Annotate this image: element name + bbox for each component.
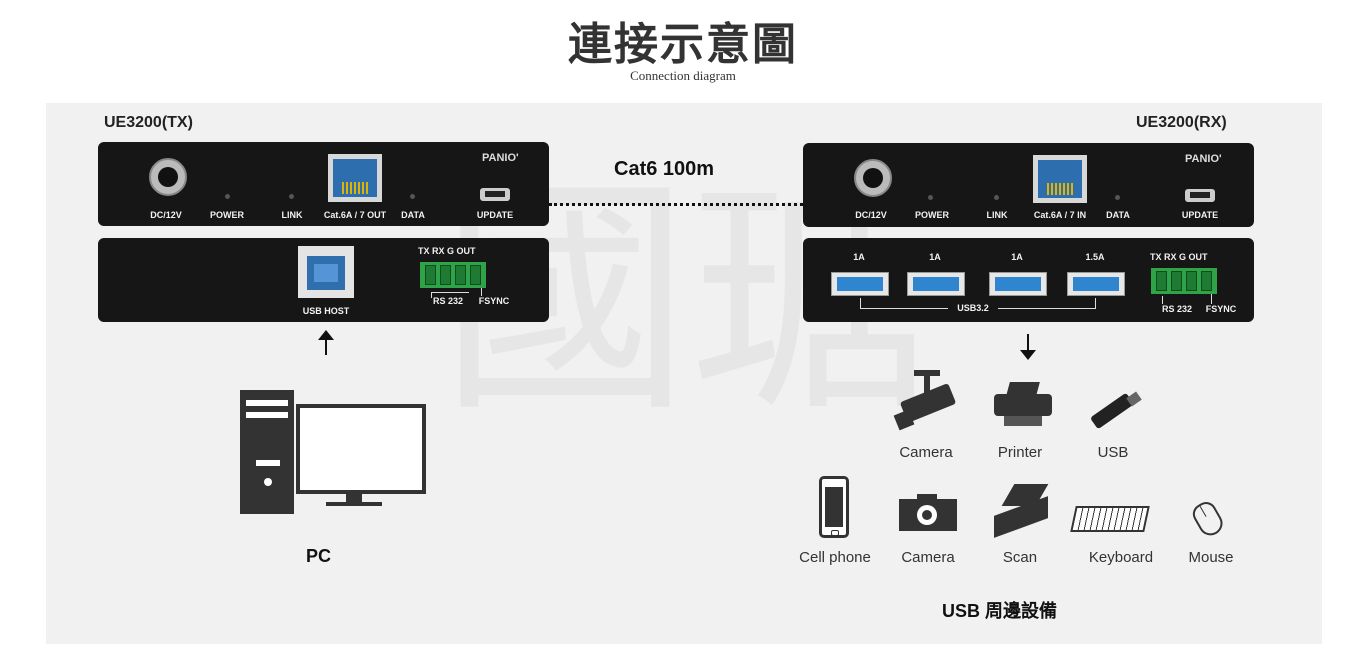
peripheral-label: Keyboard [1088,549,1154,566]
rx-fsync-label: FSYNC [1205,304,1237,314]
rx-front-panel: DC/12V POWER LINK Cat.6A / 7 IN DATA UPD… [803,143,1254,227]
tx-rear-panel: USB HOST TX RX G OUT RS 232 FSYNC [98,238,549,322]
peripheral-label: USB [1097,444,1129,461]
arrow-down-icon [1020,334,1036,362]
rx-rj45-label: Cat.6A / 7 IN [1033,210,1087,220]
rx-rear-panel: 1A 1A 1A 1.5A USB3.2 TX RX G OUT RS 232 … [803,238,1254,322]
usb-port-current-3: 1A [1011,252,1023,262]
cable-label: Cat6 100m [614,158,715,180]
peripheral-label: Cell phone [799,549,871,566]
diagram-subtitle: Connection diagram [630,68,736,83]
usb-stick-icon [1086,391,1146,432]
tx-link-label: LINK [281,210,303,220]
tx-brand-logo: PANIO' [482,152,519,164]
camera-icon [899,494,957,532]
tx-device-name: UE3200(TX) [104,114,193,131]
scanner-icon [992,484,1052,538]
usb-host-label: USB HOST [302,306,350,316]
tx-data-label: DATA [401,210,425,220]
pc-label: PC [306,546,332,566]
usb-a-port-icon [907,272,965,296]
link-led-icon [289,194,294,199]
usb-b-port-icon [298,246,354,298]
tx-power-label: POWER [209,210,244,220]
peripheral-label: Camera [899,444,953,461]
usb32-label: USB3.2 [948,303,998,313]
tx-front-panel: DC/12V POWER LINK Cat.6A / 7 OUT DATA UP… [98,142,549,226]
rx-update-label: UPDATE [1181,210,1219,220]
rx-rs232-label: RS 232 [1161,304,1193,314]
peripherals-title: USB 周邊設備 [942,601,1058,621]
rx-power-label: POWER [914,210,949,220]
power-led-icon [928,195,933,200]
tx-fsync-label: FSYNC [478,296,510,306]
tx-rs232-label: RS 232 [432,296,464,306]
security-camera-icon [893,370,960,434]
rx-device-name: UE3200(RX) [1136,114,1227,131]
peripheral-label: Scan [1002,549,1038,566]
arrow-up-icon [318,330,334,356]
printer-icon [994,382,1054,430]
rx-data-label: DATA [1106,210,1130,220]
update-port-icon [1185,189,1215,202]
usb-port-current-2: 1A [929,252,941,262]
rx-brand-logo: PANIO' [1185,153,1222,165]
tx-rj45-label: Cat.6A / 7 OUT [323,210,387,220]
rx-link-label: LINK [986,210,1008,220]
power-led-icon [225,194,230,199]
usb-a-port-icon [1067,272,1125,296]
dc-jack-icon [149,158,187,196]
cell-phone-icon [819,476,849,538]
rj45-port-icon [328,154,382,202]
rx-terminal-block [1151,268,1217,294]
rj45-port-icon [1033,155,1087,203]
rx-dc-label: DC/12V [855,210,887,220]
link-led-icon [994,195,999,200]
keyboard-icon [1070,506,1150,532]
usb-a-port-icon [831,272,889,296]
tx-terminal-block [420,262,486,288]
dc-jack-icon [854,159,892,197]
tx-update-label: UPDATE [476,210,514,220]
tx-dc-label: DC/12V [150,210,182,220]
tx-pin-labels: TX RX G OUT [418,246,476,256]
update-port-icon [480,188,510,201]
data-led-icon [1115,195,1120,200]
diagram-title: 連接示意圖 [568,19,798,70]
peripheral-label: Camera [901,549,955,566]
data-led-icon [410,194,415,199]
usb-port-current-4: 1.5A [1085,252,1105,262]
usb-port-current-1: 1A [853,252,865,262]
rx-pin-labels: TX RX G OUT [1150,252,1208,262]
peripheral-label: Printer [997,444,1043,461]
cable-line [549,203,803,206]
usb-a-port-icon [989,272,1047,296]
peripheral-label: Mouse [1188,549,1234,566]
pc-icon [240,390,430,518]
